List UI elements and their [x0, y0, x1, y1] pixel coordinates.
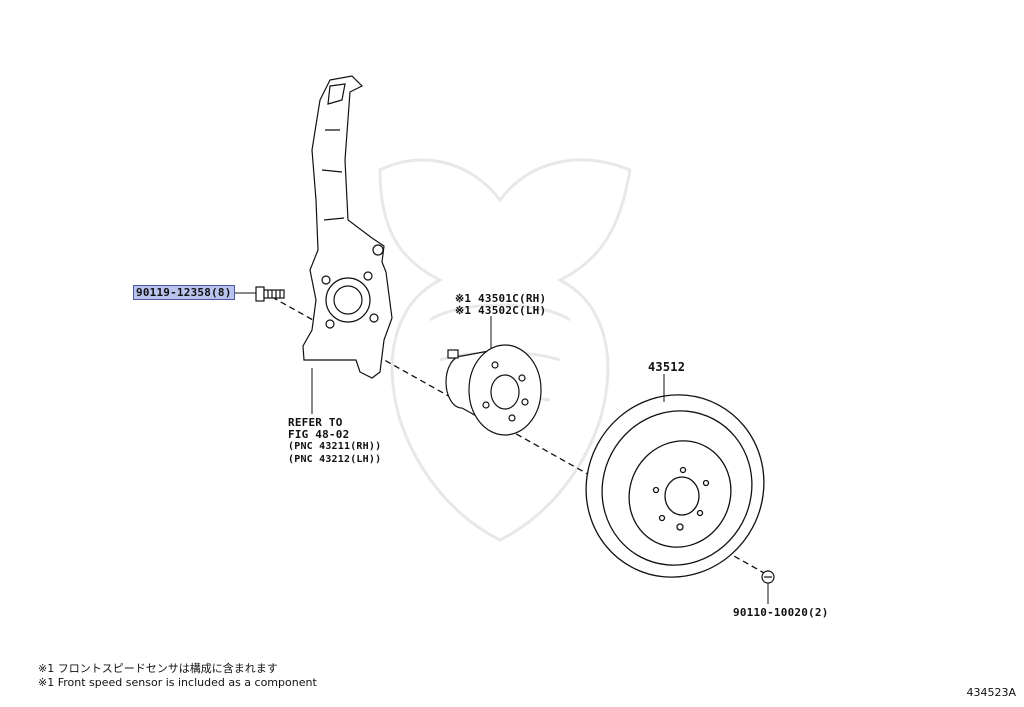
brake-disc	[585, 394, 765, 578]
knuckle-bolt	[255, 286, 285, 302]
bolt-part-number-label[interactable]: 90119-12358(8)	[133, 285, 235, 300]
disc-part-number-label[interactable]: 43512	[648, 360, 686, 374]
footnote-english: ※1 Front speed sensor is included as a c…	[38, 676, 317, 689]
figure-number: 434523A	[966, 686, 1016, 699]
refer-text-line-2: FIG 48-02	[288, 428, 350, 441]
refer-text-line-4: (PNC 43212(LH))	[288, 454, 382, 465]
refer-text-line-3: (PNC 43211(RH))	[288, 441, 382, 452]
disc-screw	[761, 570, 775, 584]
footnote-japanese: ※1 フロントスピードセンサは構成に含まれます	[38, 662, 278, 675]
refer-text-line-1: REFER TO	[288, 416, 343, 429]
hub-bearing	[445, 344, 542, 436]
steering-knuckle	[302, 75, 393, 379]
hub-lh-part-number-label[interactable]: ※1 43502C(LH)	[455, 304, 547, 317]
hub-rh-part-number-label[interactable]: ※1 43501C(RH)	[455, 292, 547, 305]
screw-part-number-label[interactable]: 90110-10020(2)	[733, 606, 829, 619]
